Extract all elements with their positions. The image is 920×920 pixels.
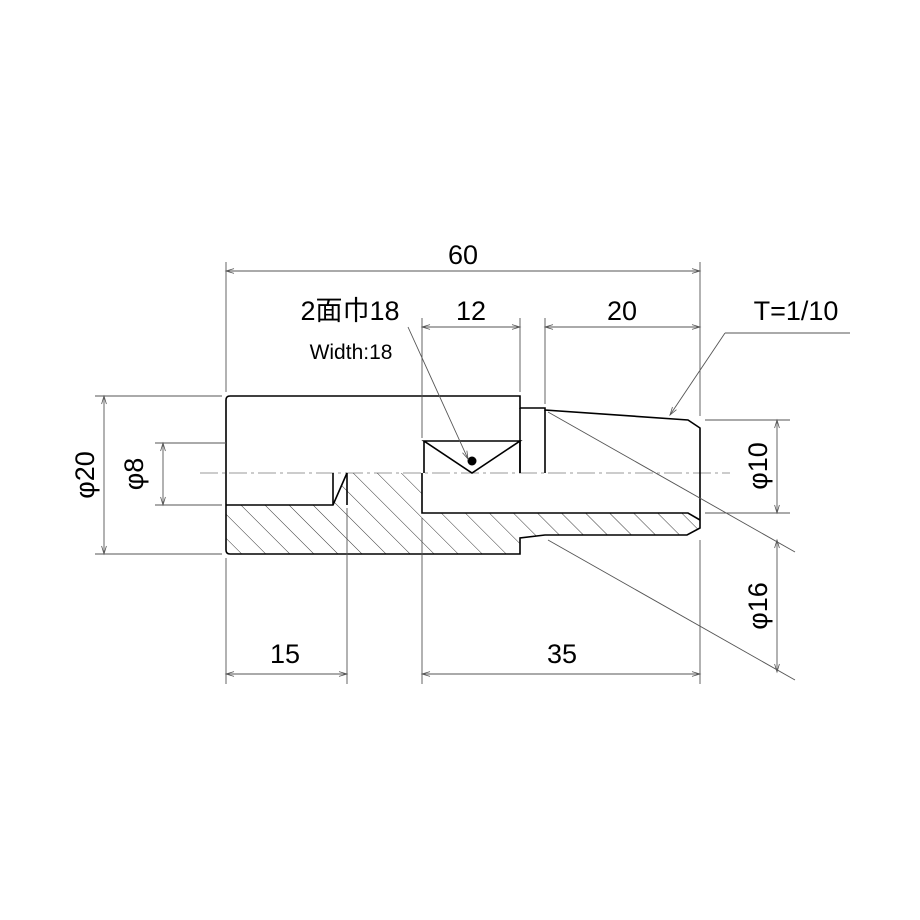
- note-flats-en: Width:18: [310, 341, 393, 364]
- dim-tail-length: 35: [547, 639, 577, 669]
- flats-marker-dot: [467, 456, 477, 466]
- dimension-lines: [101, 268, 850, 677]
- dim-tip-inner-diameter: φ10: [743, 442, 773, 490]
- dim-taper-length: 20: [607, 296, 637, 326]
- dim-outer-diameter: φ20: [70, 451, 100, 499]
- dim-bore-diameter: φ8: [119, 458, 149, 491]
- dim-flats-length: 12: [456, 296, 486, 326]
- note-taper: T=1/10: [754, 296, 839, 326]
- dim-tip-outer-diameter: φ16: [743, 582, 773, 630]
- dim-bore-depth: 15: [270, 639, 300, 669]
- dim-overall-length: 60: [448, 240, 478, 270]
- part-outline: [225, 395, 701, 555]
- note-flats-jp: 2面巾18: [300, 296, 399, 326]
